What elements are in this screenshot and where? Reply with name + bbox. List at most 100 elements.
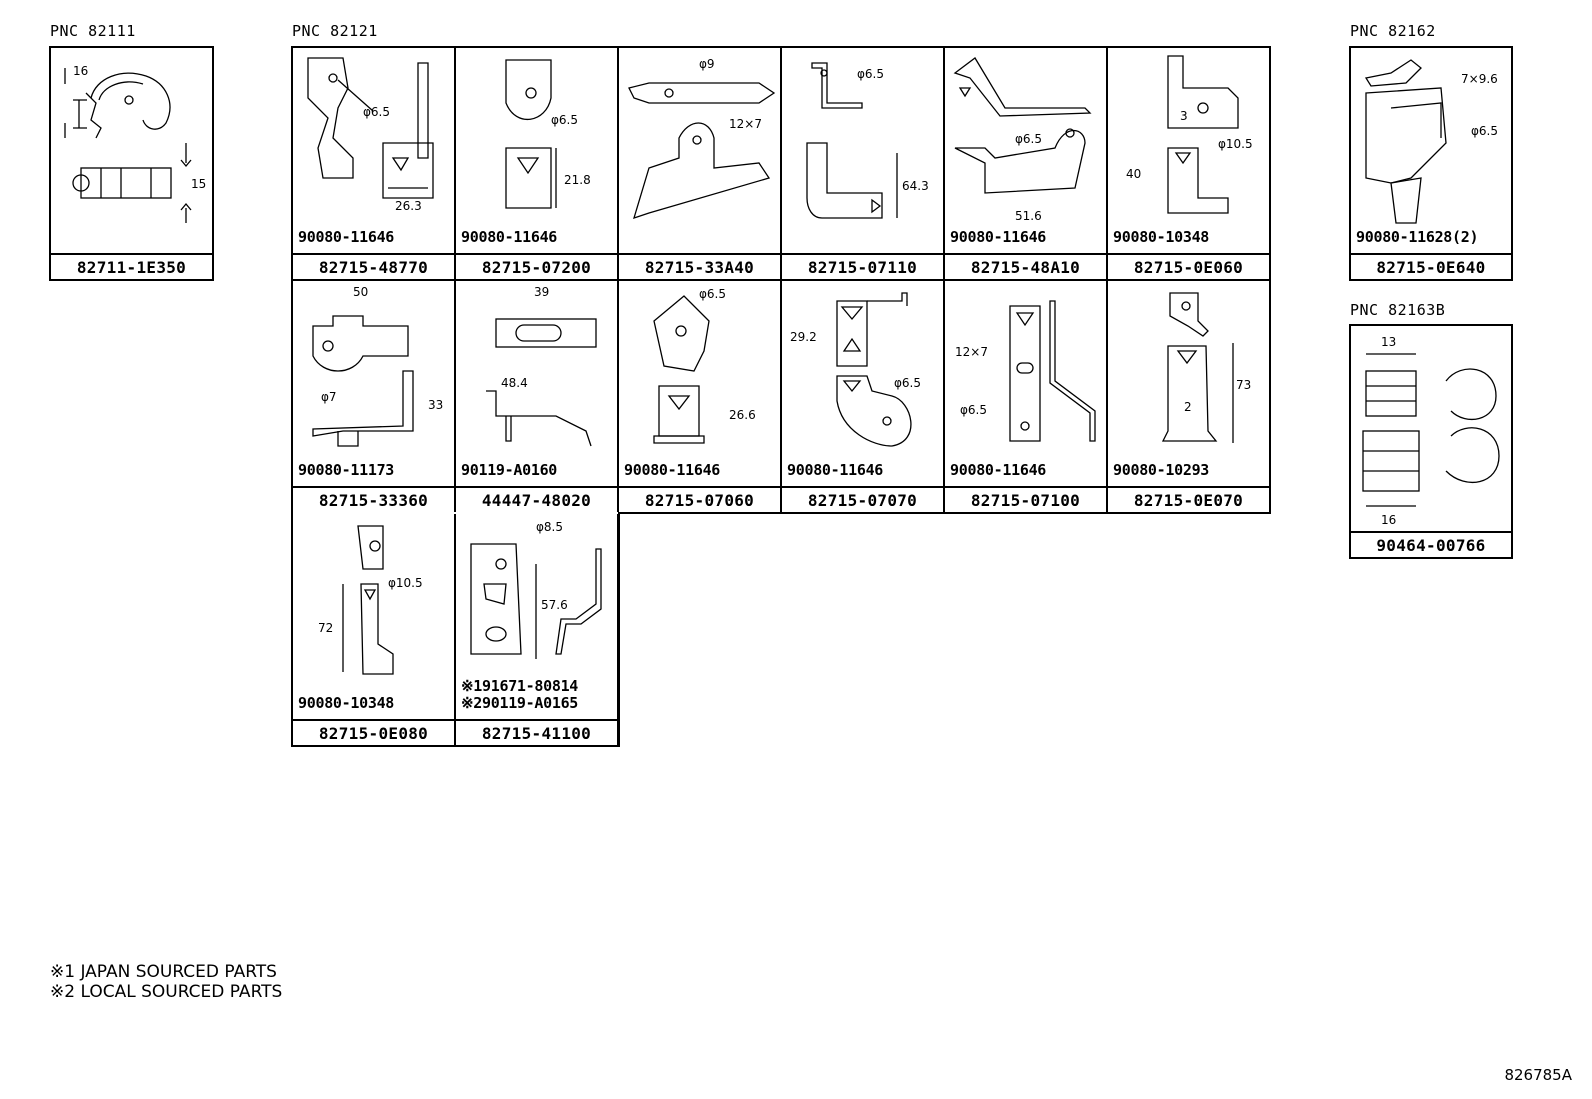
cell-82715-41100[interactable]: φ8.5 57.6 ※191671-80814 ※290119-A0165 82… bbox=[456, 514, 619, 747]
cell-44447-48020[interactable]: 39 48.4 90119-A0160 44447-48020 bbox=[456, 281, 619, 514]
cell-82715-33360[interactable]: 50 φ7 33 90080-11173 82715-33360 bbox=[293, 281, 456, 514]
note-local: ※2 LOCAL SOURCED PARTS bbox=[50, 982, 283, 1002]
dim: φ6.5 bbox=[699, 287, 726, 301]
dim: 72 bbox=[318, 621, 333, 635]
dim: φ8.5 bbox=[536, 520, 563, 534]
part-number[interactable]: 82715-48770 bbox=[293, 253, 454, 279]
dim: 51.6 bbox=[1015, 209, 1042, 223]
bolt-number[interactable]: 90080-11646 bbox=[461, 228, 558, 246]
dim: φ10.5 bbox=[388, 576, 423, 590]
bolt-number[interactable]: 90119-A0160 bbox=[461, 461, 558, 479]
part-number[interactable]: 82715-33A40 bbox=[619, 253, 780, 279]
dim: φ10.5 bbox=[1218, 137, 1253, 151]
bolt-number[interactable]: 90080-11646 bbox=[624, 461, 721, 479]
bolt-number[interactable]: 90080-10348 bbox=[1113, 228, 1210, 246]
part-number-82711-1E350[interactable]: 82711-1E350 bbox=[51, 253, 212, 279]
bracket-drawing: φ6.5 21.8 bbox=[505, 59, 591, 209]
bolt-number[interactable]: 90080-11646 bbox=[950, 461, 1047, 479]
bracket-drawing: φ6.5 64.3 bbox=[806, 62, 929, 219]
part-number[interactable]: 82715-07110 bbox=[782, 253, 943, 279]
dim: 16 bbox=[1381, 513, 1396, 527]
dim-16: 16 bbox=[73, 64, 88, 78]
cell-82715-07110[interactable]: φ6.5 64.3 82715-07110 bbox=[782, 48, 945, 281]
dim: 13 bbox=[1381, 335, 1396, 349]
bolt-number[interactable]: 90080-11628(2) bbox=[1356, 228, 1479, 246]
bolt-number[interactable]: 90080-11646 bbox=[950, 228, 1047, 246]
dim: 39 bbox=[534, 285, 549, 299]
dim: φ9 bbox=[699, 57, 715, 71]
dim: 26.3 bbox=[395, 199, 422, 213]
bolt-number[interactable]: 90080-11646 bbox=[298, 228, 395, 246]
clamp-drawing: 13 16 bbox=[1362, 335, 1500, 527]
cell-82715-0E070[interactable]: 2 73 90080-10293 82715-0E070 bbox=[1108, 281, 1271, 514]
cell-82715-48770[interactable]: φ6.5 26.3 90080-11646 82715-48770 bbox=[293, 48, 456, 281]
cell-82715-0E080[interactable]: φ10.5 72 90080-10348 82715-0E080 bbox=[293, 514, 456, 747]
part-number[interactable]: 82715-07060 bbox=[619, 486, 780, 512]
part-number[interactable]: 44447-48020 bbox=[456, 486, 617, 512]
dim: 7×9.6 bbox=[1461, 72, 1498, 86]
bracket-drawing: φ9 12×7 bbox=[628, 57, 776, 220]
dim: φ6.5 bbox=[857, 67, 884, 81]
bracket-drawing: φ6.5 26.6 bbox=[653, 287, 756, 444]
bracket-drawing: 12×7 φ6.5 bbox=[955, 300, 1096, 442]
cell-82715-07070[interactable]: 29.2 φ6.5 90080-11646 82715-07070 bbox=[782, 281, 945, 514]
part-number[interactable]: 82715-0E070 bbox=[1108, 486, 1269, 512]
dim: 73 bbox=[1236, 378, 1251, 392]
pnc-label-82121: PNC 82121 bbox=[292, 22, 378, 40]
dim: φ6.5 bbox=[1015, 132, 1042, 146]
cell-82715-07100[interactable]: 12×7 φ6.5 90080-11646 82715-07100 bbox=[945, 281, 1108, 514]
dim: φ6.5 bbox=[894, 376, 921, 390]
panel-82111[interactable]: 16 15 82711-1E350 bbox=[49, 46, 214, 281]
dim: 64.3 bbox=[902, 179, 929, 193]
bolt-number[interactable]: 90080-11173 bbox=[298, 461, 395, 479]
bracket-drawing: 39 48.4 bbox=[486, 285, 597, 447]
dim: φ7 bbox=[321, 390, 337, 404]
bracket-drawing: 29.2 φ6.5 bbox=[790, 292, 921, 447]
part-number[interactable]: 82715-0E080 bbox=[293, 719, 454, 745]
bolt-number-japan[interactable]: ※191671-80814 bbox=[461, 677, 579, 695]
part-number[interactable]: 82715-07200 bbox=[456, 253, 617, 279]
dim: φ6.5 bbox=[960, 403, 987, 417]
bracket-drawing: φ8.5 57.6 bbox=[470, 520, 602, 659]
part-number[interactable]: 90464-00766 bbox=[1351, 531, 1511, 557]
part-number[interactable]: 82715-48A10 bbox=[945, 253, 1106, 279]
bolt-number[interactable]: 90080-11646 bbox=[787, 461, 884, 479]
dim: φ6.5 bbox=[551, 113, 578, 127]
pnc-label-82163b: PNC 82163B bbox=[1350, 301, 1446, 319]
part-number[interactable]: 82715-0E640 bbox=[1351, 253, 1511, 279]
dim: 3 bbox=[1180, 109, 1188, 123]
panel-82163b[interactable]: 13 16 90464-00766 bbox=[1349, 324, 1513, 559]
bracket-drawing: φ10.5 72 bbox=[318, 525, 423, 675]
part-number[interactable]: 82715-07100 bbox=[945, 486, 1106, 512]
cell-82715-07060[interactable]: φ6.5 26.6 90080-11646 82715-07060 bbox=[619, 281, 782, 514]
dim: 29.2 bbox=[790, 330, 817, 344]
note-japan: ※1 JAPAN SOURCED PARTS bbox=[50, 962, 277, 982]
dim: 26.6 bbox=[729, 408, 756, 422]
dim: 40 bbox=[1126, 167, 1141, 181]
diagram-id: 826785A bbox=[1504, 1066, 1572, 1084]
cell-82715-33A40[interactable]: φ9 12×7 82715-33A40 bbox=[619, 48, 782, 281]
dim: φ6.5 bbox=[363, 105, 390, 119]
dim: 48.4 bbox=[501, 376, 528, 390]
bolt-number[interactable]: 90080-10293 bbox=[1113, 461, 1210, 479]
bolt-number-local[interactable]: ※290119-A0165 bbox=[461, 694, 579, 712]
part-number[interactable]: 82715-0E060 bbox=[1108, 253, 1269, 279]
cell-82715-07200[interactable]: φ6.5 21.8 90080-11646 82715-07200 bbox=[456, 48, 619, 281]
clip-drawing: 16 15 bbox=[64, 64, 206, 223]
part-number[interactable]: 82715-07070 bbox=[782, 486, 943, 512]
bracket-drawing: 50 φ7 33 bbox=[312, 285, 443, 447]
panel-82162[interactable]: 7×9.6 φ6.5 90080-11628(2) 82715-0E640 bbox=[1349, 46, 1513, 281]
cell-82715-48A10[interactable]: φ6.5 51.6 90080-11646 82715-48A10 bbox=[945, 48, 1108, 281]
part-number[interactable]: 82715-41100 bbox=[456, 719, 617, 745]
dim: 12×7 bbox=[955, 345, 988, 359]
bolt-number[interactable]: 90080-10348 bbox=[298, 694, 395, 712]
bracket-drawing: φ6.5 26.3 bbox=[307, 57, 434, 213]
part-number[interactable]: 82715-33360 bbox=[293, 486, 454, 512]
dim-15: 15 bbox=[191, 177, 206, 191]
dim: 57.6 bbox=[541, 598, 568, 612]
pnc-label-82162: PNC 82162 bbox=[1350, 22, 1436, 40]
dim: 21.8 bbox=[564, 173, 591, 187]
dim: 2 bbox=[1184, 400, 1192, 414]
pnc-label-82111: PNC 82111 bbox=[50, 22, 136, 40]
cell-82715-0E060[interactable]: 3 φ10.5 40 90080-10348 82715-0E060 bbox=[1108, 48, 1271, 281]
